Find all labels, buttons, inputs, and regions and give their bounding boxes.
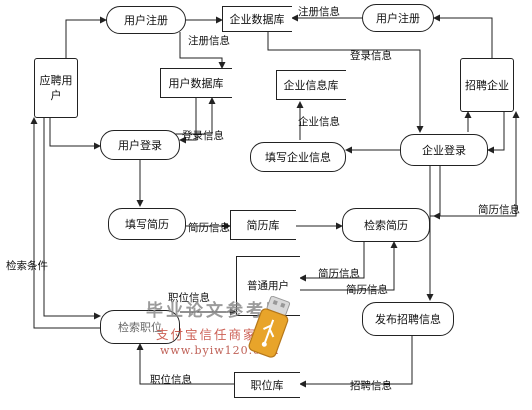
arrow-company-to-login xyxy=(487,112,505,154)
label-resume-info-right: 简历信息 xyxy=(478,204,520,216)
arrow-enterprisedb-to-login xyxy=(267,30,424,133)
resume-store: 简历库 xyxy=(230,210,296,240)
arrow-seeker-to-login xyxy=(49,118,101,150)
label-resume-info-mid: 简历信息 xyxy=(188,222,230,234)
arrow-post-to-jobstore xyxy=(299,336,413,388)
fill-enterprise-info-process: 填写企业信息 xyxy=(250,142,346,172)
label-login-info-right: 登录信息 xyxy=(350,50,392,62)
recruiting-company-entity: 招聘企业 xyxy=(460,58,514,112)
job-store: 职位库 xyxy=(234,372,300,398)
arrow-jobstore-to-search xyxy=(136,343,234,385)
search-resume-process: 检索简历 xyxy=(342,208,430,242)
enterprise-login-process: 企业登录 xyxy=(400,134,488,166)
arrow-regular-to-search-resume xyxy=(300,241,398,291)
enterprise-info-store: 企业信息库 xyxy=(276,70,346,100)
label-enterprise-info: 企业信息 xyxy=(298,116,340,128)
user-database-store: 用户数据库 xyxy=(160,68,232,98)
arrow-search-resume-to-regular xyxy=(299,242,365,282)
label-register-info-left: 注册信息 xyxy=(188,35,230,47)
label-resume-info-b: 简历信息 xyxy=(346,284,388,296)
label-resume-info-a: 简历信息 xyxy=(318,268,360,280)
arrow-seeker-to-register xyxy=(65,16,107,58)
label-job-info-b: 职位信息 xyxy=(150,374,192,386)
label-register-info-top: 注册信息 xyxy=(298,6,340,18)
arrow-login-to-userdb xyxy=(166,97,216,135)
arrow-search-to-seeker xyxy=(30,117,100,329)
usb-drive-icon xyxy=(248,296,291,358)
arrow-userdb-to-login xyxy=(179,98,197,144)
arrow-login-to-search-resume xyxy=(433,166,441,220)
arrow-register-to-userdb xyxy=(179,32,226,69)
arrow-seeker-to-search xyxy=(43,118,101,320)
search-jobs-process: 检索职位 xyxy=(100,310,180,344)
arrow-search-resume-to-company xyxy=(430,111,520,217)
arrow-company-to-ent-register xyxy=(433,14,493,62)
enterprise-database-store: 企业数据库 xyxy=(222,6,292,32)
fill-resume-process: 填写简历 xyxy=(108,208,186,240)
label-search-condition: 检索条件 xyxy=(6,260,48,272)
post-job-info-process: 发布招聘信息 xyxy=(362,302,454,336)
user-login-process: 用户登录 xyxy=(100,130,180,160)
label-login-info-left: 登录信息 xyxy=(182,130,224,142)
job-seeker-entity: 应聘用户 xyxy=(34,58,78,118)
label-job-info-a: 职位信息 xyxy=(168,292,210,304)
enterprise-register-process: 用户注册 xyxy=(362,4,434,32)
user-register-process: 用户注册 xyxy=(106,6,186,34)
label-recruit-info: 招聘信息 xyxy=(350,380,392,392)
